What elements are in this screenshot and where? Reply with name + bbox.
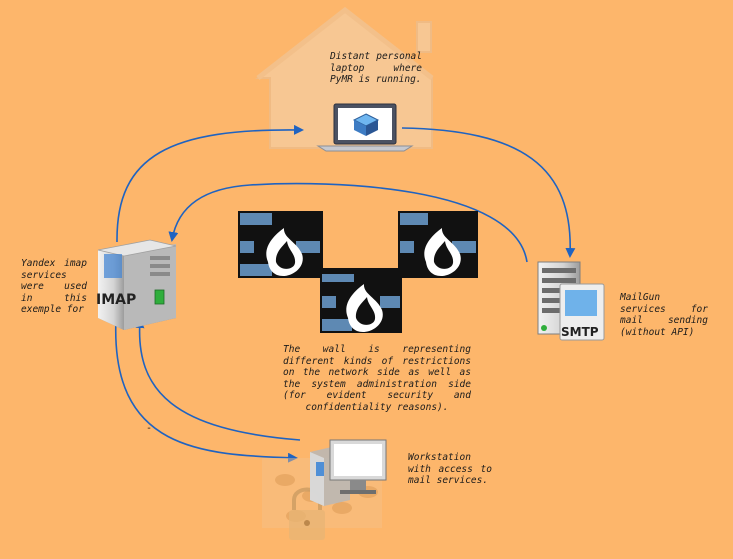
laptop-description: Distant personal laptop where PyMR is ru… xyxy=(330,51,422,85)
arrow-smtp-to-imap xyxy=(168,182,528,263)
smtp-server-icon: SMTP xyxy=(537,261,605,341)
arrow-imap-to-laptop xyxy=(116,124,304,243)
wall-description: The wall is representing different kinds… xyxy=(283,344,471,413)
yandex-description: Yandex imap services were used in this e… xyxy=(21,258,87,315)
imap-badge: IMAP xyxy=(96,292,136,308)
smtp-badge: SMTP xyxy=(561,325,599,339)
imap-server-icon: IMAP xyxy=(96,239,177,330)
wall-block-left xyxy=(238,211,323,278)
stray-dash: - xyxy=(146,423,153,434)
laptop-icon xyxy=(316,103,414,152)
wall-block-right xyxy=(398,211,478,278)
mailgun-description: MailGun services for mail sending (witho… xyxy=(620,292,708,338)
workstation-description: Workstation with access to mail services… xyxy=(408,452,492,486)
workstation-icon xyxy=(262,439,387,540)
monitor xyxy=(329,439,387,494)
arrow-laptop-to-smtp xyxy=(401,127,576,258)
firewall-icon xyxy=(238,211,478,333)
arrow-imap-to-workstation xyxy=(115,317,298,463)
wall-block-bottom xyxy=(320,268,402,333)
flow-arrows xyxy=(115,124,576,463)
arrow-workstation-to-imap xyxy=(134,318,301,441)
